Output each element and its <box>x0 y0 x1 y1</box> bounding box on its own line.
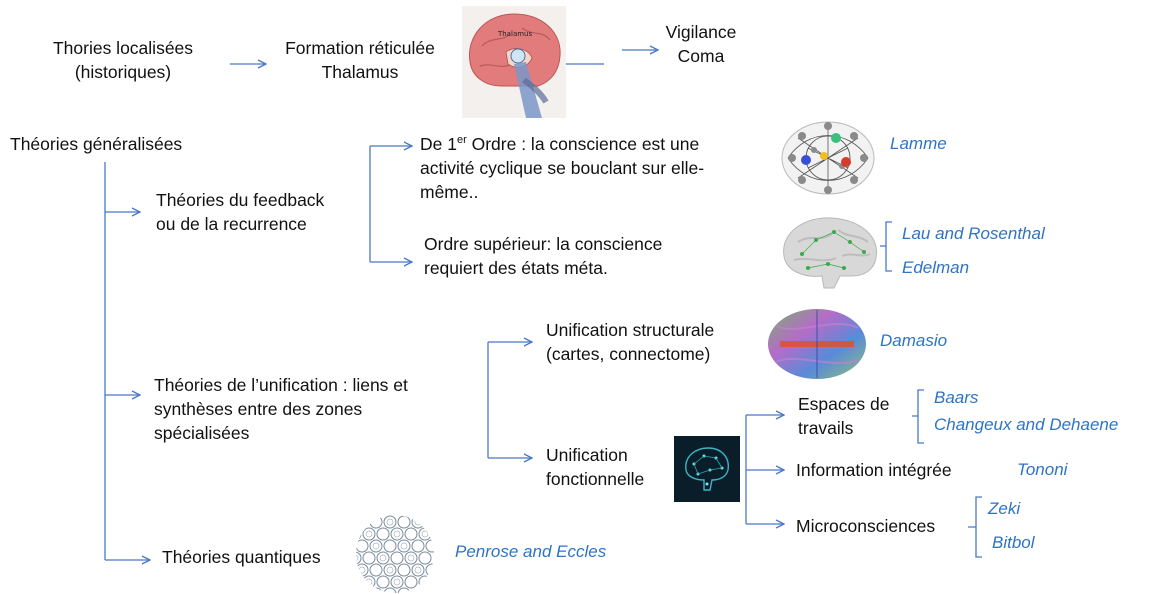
structural-line1: Unification structurale <box>546 320 715 340</box>
higher-order-text: Ordre supérieur: la conscience requiert … <box>424 232 662 280</box>
localized-line2: (historiques) <box>74 62 172 82</box>
author-edelman: Edelman <box>902 258 970 277</box>
author-lamme: Lamme <box>890 134 947 153</box>
integrated-information: Information intégrée <box>796 460 952 480</box>
author-bitbol: Bitbol <box>992 533 1035 552</box>
localized-theories: Thories localisées (historiques) <box>30 36 216 84</box>
brain-thalamus-image: Thalamus <box>462 6 566 118</box>
quantum-theories: Théories quantiques <box>162 547 321 567</box>
bracket-workspace-authors <box>912 389 924 444</box>
first-order-line3: même.. <box>420 182 479 202</box>
higher-order-line1: Ordre supérieur: la conscience <box>424 234 663 254</box>
author-penrose-eccles: Penrose and Eccles <box>455 542 607 561</box>
author-baars: Baars <box>934 388 979 407</box>
higher-order-line2: requiert des états méta. <box>424 258 608 278</box>
recurrent-network-image <box>781 121 875 195</box>
bracket-micro-authors <box>968 496 982 558</box>
structural-line2: (cartes, connectome) <box>546 344 711 364</box>
unification-theories: Théories de l’unification : liens et syn… <box>154 373 408 445</box>
workspace-line2: travails <box>798 418 854 438</box>
feedback-title-line2: ou de la recurrence <box>156 214 307 234</box>
generalized-theories: Théories généralisées <box>10 134 183 154</box>
vigilance-line1: Vigilance <box>665 22 737 42</box>
author-zeki: Zeki <box>988 499 1021 518</box>
connectome-image <box>768 309 866 379</box>
workspace-text: Espaces de travails <box>798 392 889 440</box>
unification-title-line1: Théories de l’unification : liens et <box>154 375 408 395</box>
first-order-text: De 1er Ordre : la conscience est une act… <box>420 132 704 204</box>
first-order-prefix: De 1 <box>420 134 457 154</box>
author-damasio: Damasio <box>880 331 948 350</box>
reticular-line2: Thalamus <box>321 62 399 82</box>
first-order-line2: activité cyclique se bouclant sur elle- <box>420 158 705 178</box>
workspace-line1: Espaces de <box>798 394 890 414</box>
unification-title-line2: synthèses entre des zones <box>154 399 363 419</box>
functional-unification: Unification fonctionnelle <box>546 443 644 491</box>
reticular-line1: Formation réticulée <box>285 38 435 58</box>
reticular-formation: Formation réticulée Thalamus <box>272 36 448 84</box>
microtubule-lattice-image <box>356 515 434 593</box>
author-changeux-dehaene: Changeux and Dehaene <box>934 415 1119 434</box>
author-tononi: Tononi <box>1017 460 1068 479</box>
structural-unification: Unification structurale (cartes, connect… <box>546 318 714 366</box>
thalamus-label: Thalamus <box>497 30 532 38</box>
vigilance-line2: Coma <box>677 46 725 66</box>
microconsciences: Microconsciences <box>796 516 936 536</box>
bracket-higher-authors <box>880 221 892 272</box>
functional-line2: fonctionnelle <box>546 469 645 489</box>
functional-line1: Unification <box>546 445 628 465</box>
first-order-line1: De 1er Ordre : la conscience est une <box>420 132 704 156</box>
first-order-rest: Ordre : la conscience est une <box>466 134 700 154</box>
first-order-sup: er <box>456 134 467 147</box>
grey-brain-image <box>783 217 877 289</box>
feedback-title-line1: Théories du feedback <box>156 190 325 210</box>
localized-line1: Thories localisées <box>52 38 194 58</box>
glowing-brain-image <box>674 436 740 502</box>
author-lau-rosenthal: Lau and Rosenthal <box>902 224 1045 243</box>
feedback-theories: Théories du feedback ou de la recurrence <box>156 188 324 236</box>
unification-title-line3: spécialisées <box>154 423 250 443</box>
vigilance-coma: Vigilance Coma <box>640 20 762 68</box>
